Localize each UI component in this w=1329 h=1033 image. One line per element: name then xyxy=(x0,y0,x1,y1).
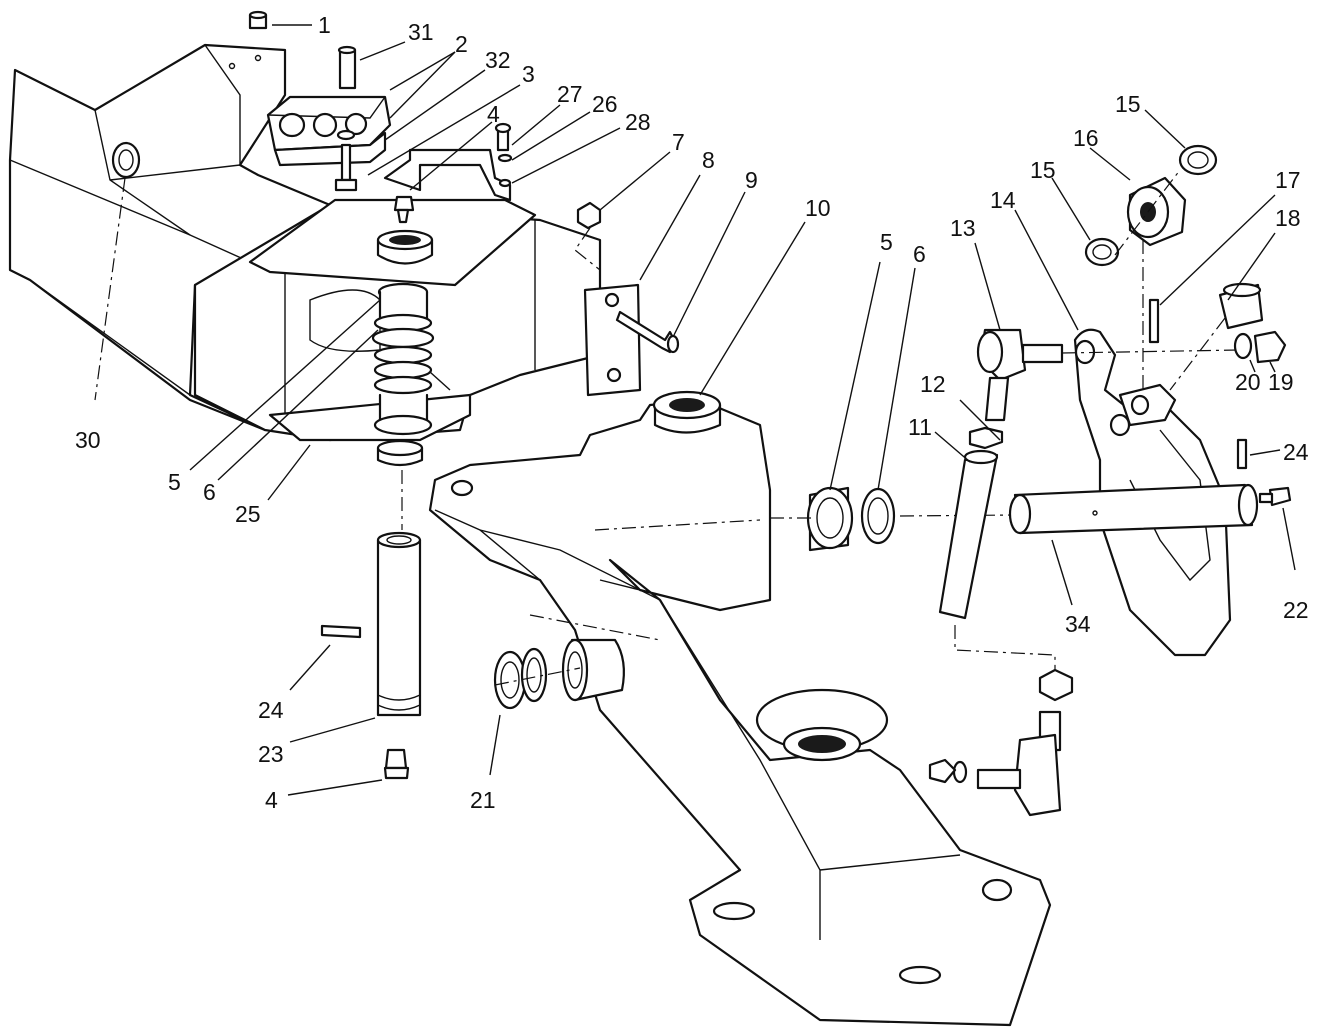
clamp-block xyxy=(248,10,392,192)
callout-5-right: 5 xyxy=(880,229,893,255)
callout-15-mid: 15 xyxy=(1030,157,1056,183)
frame-plug xyxy=(94,141,141,401)
pivot-stack xyxy=(371,229,435,530)
tie-rod xyxy=(938,426,1056,675)
callout-19: 19 xyxy=(1268,369,1294,395)
callout-labels: 1 31 2 32 3 4 27 26 28 7 8 9 10 5 6 13 1… xyxy=(75,12,1309,813)
callout-20: 20 xyxy=(1235,369,1261,395)
callout-7: 7 xyxy=(672,129,685,155)
callout-2: 2 xyxy=(455,31,468,57)
callout-34: 34 xyxy=(1065,611,1091,637)
callout-24-right: 24 xyxy=(1283,439,1309,465)
callout-13: 13 xyxy=(950,215,976,241)
u-bracket xyxy=(383,122,513,202)
callout-21: 21 xyxy=(470,787,496,813)
main-axle xyxy=(428,390,1052,1027)
callout-6-right: 6 xyxy=(913,241,926,267)
callout-32: 32 xyxy=(485,47,511,73)
small-fasteners-right xyxy=(1148,282,1292,507)
callout-5-left: 5 xyxy=(168,469,181,495)
ball-joint-lower xyxy=(928,668,1074,817)
leader-lines xyxy=(189,24,1296,796)
callout-22: 22 xyxy=(1283,597,1309,623)
roller-bushing-set xyxy=(1084,144,1218,390)
callout-16: 16 xyxy=(1073,125,1099,151)
callout-10: 10 xyxy=(805,195,831,221)
callout-24-left: 24 xyxy=(258,697,284,723)
callout-12: 12 xyxy=(920,371,946,397)
callout-11: 11 xyxy=(908,414,932,440)
king-pin xyxy=(320,531,422,780)
frame-rail xyxy=(8,43,332,432)
callout-26: 26 xyxy=(592,91,618,117)
callout-6-left: 6 xyxy=(203,479,216,505)
callout-9: 9 xyxy=(745,167,758,193)
callout-27: 27 xyxy=(557,81,583,107)
ball-joint-upper xyxy=(976,328,1241,422)
callout-1: 1 xyxy=(318,12,331,38)
callout-25: 25 xyxy=(235,501,261,527)
callout-4-upper: 4 xyxy=(487,101,500,127)
grease-fitting-top xyxy=(393,195,415,224)
callout-30: 30 xyxy=(75,427,101,453)
callout-3: 3 xyxy=(522,61,535,87)
axle-side-bushings xyxy=(493,638,625,710)
mount-plate xyxy=(574,201,680,397)
callout-14: 14 xyxy=(990,187,1016,213)
axle-pivot-bushings xyxy=(770,486,1016,552)
callout-23: 23 xyxy=(258,741,284,767)
callout-28: 28 xyxy=(625,109,651,135)
callout-15-top: 15 xyxy=(1115,91,1141,117)
callout-8: 8 xyxy=(702,147,715,173)
callout-4-lower: 4 xyxy=(265,787,278,813)
callout-31: 31 xyxy=(408,19,434,45)
callout-18: 18 xyxy=(1275,205,1301,231)
callout-17: 17 xyxy=(1275,167,1301,193)
axle-shaft xyxy=(1008,483,1259,535)
